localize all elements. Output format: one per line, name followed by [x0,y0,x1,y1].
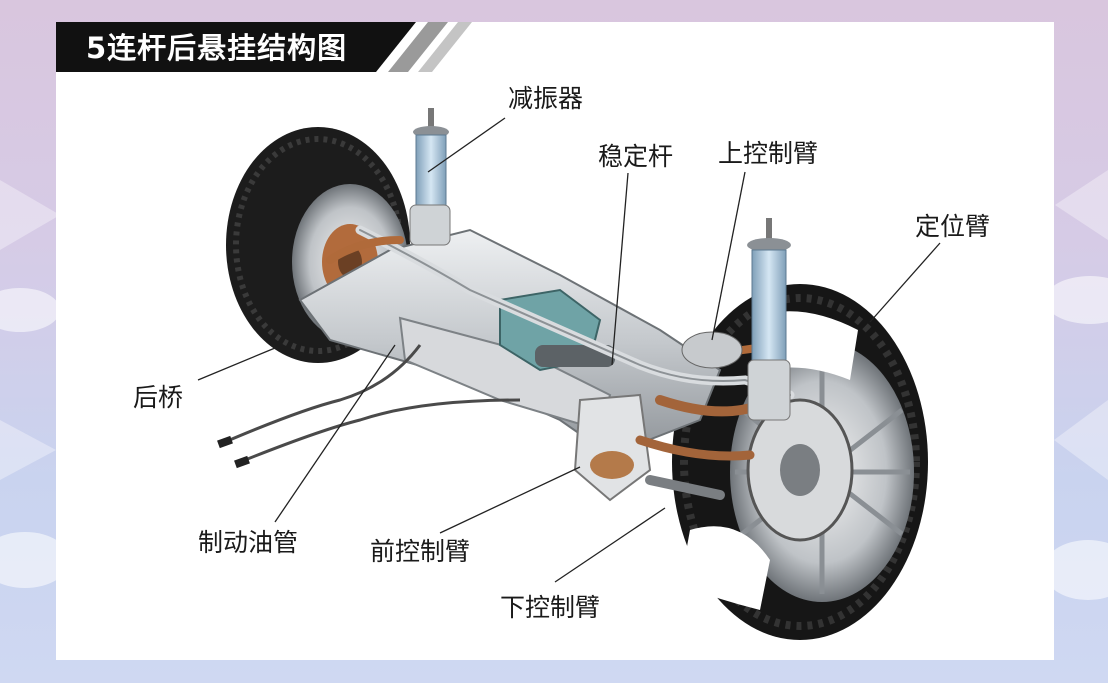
subframe [298,228,722,502]
brake-lines [224,344,521,464]
label-stabilizer-bar: 稳定杆 [598,142,674,171]
right-wheel [672,284,928,640]
right-shock-absorber [681,218,791,421]
label-trailing-arm: 定位臂 [915,212,991,241]
label-shock-absorber: 减振器 [508,84,584,113]
leader-lines [197,117,941,583]
label-lower-control-arm: 下控制臂 [500,593,601,622]
label-rear-axle: 后桥 [133,383,184,412]
left-shock-absorber [409,108,451,246]
page-title: 5连杆后悬挂结构图 [86,31,348,65]
label-upper-control-arm: 上控制臂 [718,139,819,168]
label-brake-line: 制动油管 [198,528,299,557]
label-front-control-arm: 前控制臂 [370,537,471,566]
title-bar: 5连杆后悬挂结构图 [56,22,496,72]
